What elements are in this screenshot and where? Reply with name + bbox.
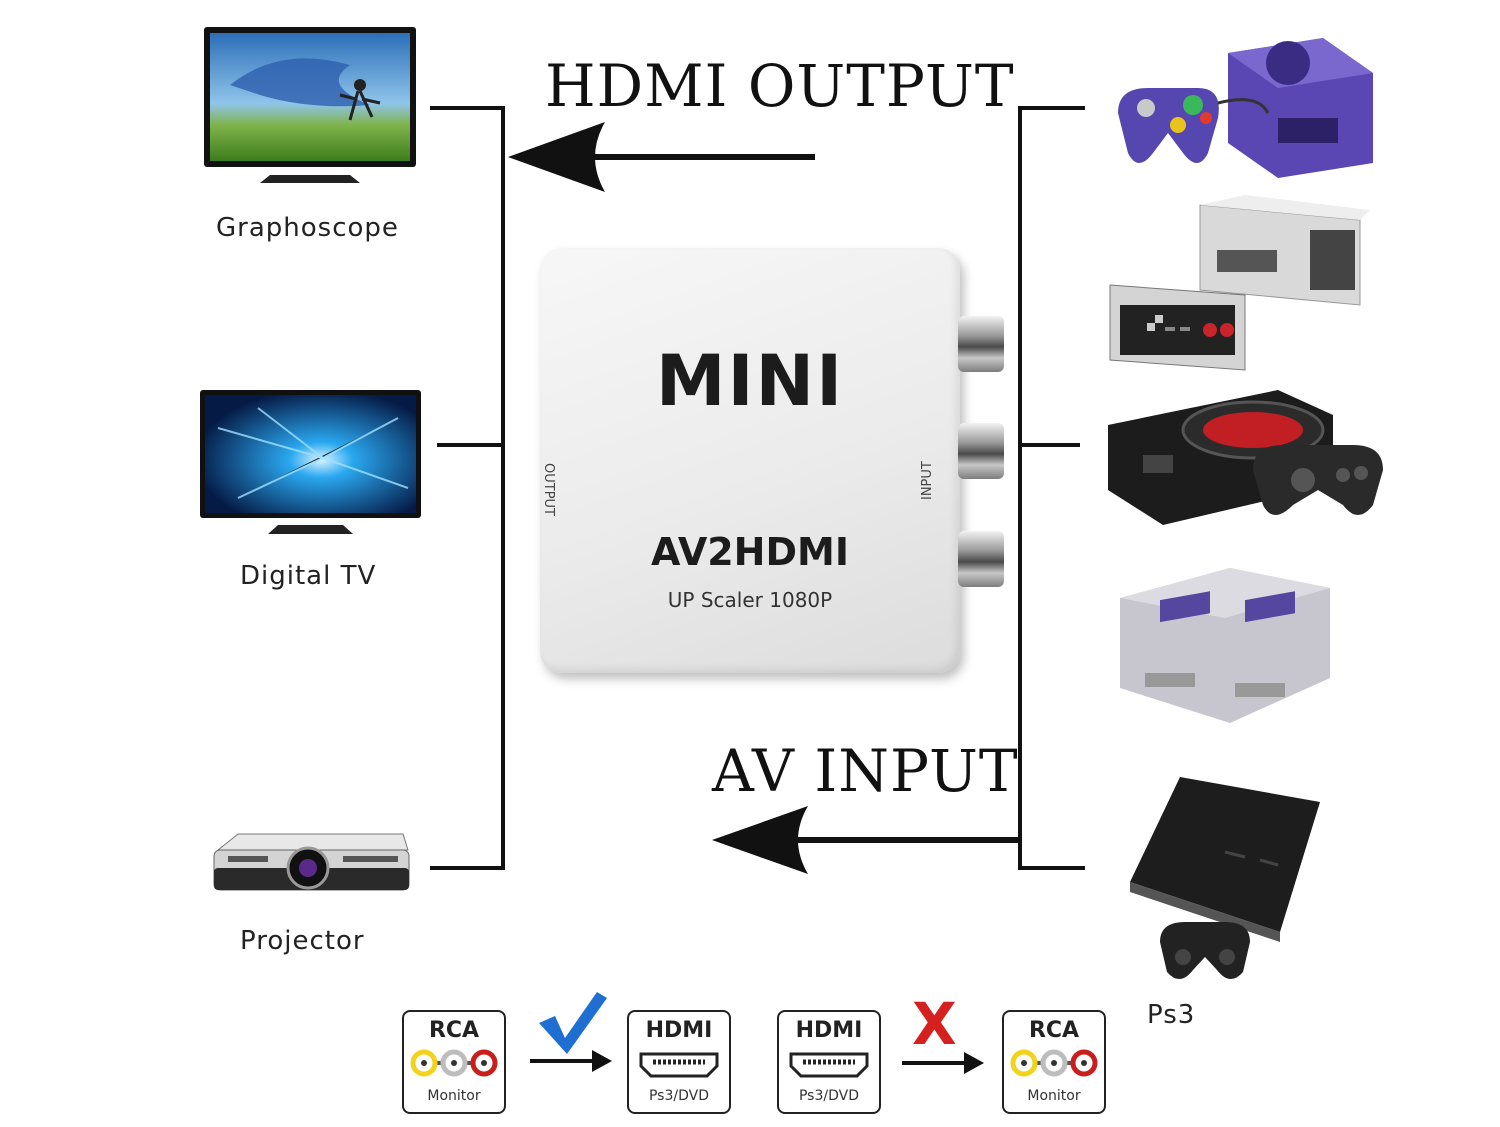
tv-icon xyxy=(204,27,416,183)
av-input-arrow-head xyxy=(712,806,808,874)
cross-icon: X xyxy=(912,990,957,1058)
legend-hdmi-ps3-box: HDMI Ps3/DVD xyxy=(627,1010,731,1114)
output-label-graphoscope: Graphoscope xyxy=(216,213,399,243)
av-input-title: AV INPUT xyxy=(712,737,1019,805)
digital-tv-icon xyxy=(200,390,421,534)
legend-hdmi-title-wrong: HDMI xyxy=(795,1018,863,1043)
legend-arrow-wrong xyxy=(902,1052,984,1074)
legend-hdmi-ps3-box-wrong: HDMI Ps3/DVD xyxy=(777,1010,881,1114)
hdmi-connector-icon xyxy=(639,1052,719,1078)
mega-drive-icon xyxy=(1108,390,1383,525)
converter-output-label: OUTPUT xyxy=(541,463,556,516)
rca-connector-icon xyxy=(410,1049,498,1077)
output-label-projector: Projector xyxy=(240,926,365,956)
legend-rca-subtitle: Monitor xyxy=(427,1088,481,1104)
projector-icon xyxy=(213,833,410,891)
snes-console-icon xyxy=(1120,568,1330,723)
legend-arrow-correct xyxy=(530,1050,612,1072)
legend-rca-title: RCA xyxy=(428,1018,480,1043)
hdmi-output-title: HDMI OUTPUT xyxy=(545,52,1015,120)
legend-rca-monitor-box-wrong: RCA Monitor xyxy=(1002,1010,1106,1114)
hdmi-connector-icon xyxy=(789,1052,869,1078)
input-label-ps3: Ps3 xyxy=(1147,1000,1196,1030)
converter-input-label: INPUT xyxy=(920,461,935,500)
legend-rca-subtitle-wrong: Monitor xyxy=(1027,1088,1081,1104)
legend-rca-monitor-box: RCA Monitor xyxy=(402,1010,506,1114)
legend-hdmi-title: HDMI xyxy=(645,1018,713,1043)
rca-connector-icon xyxy=(1010,1049,1098,1077)
rca-jack-middle xyxy=(958,423,1004,479)
legend-rca-title-wrong: RCA xyxy=(1028,1018,1080,1043)
rca-jack-bottom xyxy=(958,531,1004,587)
converter-brand: MINI xyxy=(655,340,845,422)
ps3-console-icon xyxy=(1130,777,1320,980)
legend-hdmi-subtitle: Ps3/DVD xyxy=(648,1088,709,1104)
nes-console-icon xyxy=(1109,195,1370,371)
gamecube-icon xyxy=(1118,38,1373,178)
hdmi-output-arrow-head xyxy=(508,122,605,192)
av2hdmi-converter: MINI AV2HDMI UP Scaler 1080P OUTPUT INPU… xyxy=(540,248,1004,673)
converter-body xyxy=(540,248,960,673)
converter-model: AV2HDMI xyxy=(651,530,849,574)
rca-jack-top xyxy=(958,316,1004,372)
legend-hdmi-subtitle-wrong: Ps3/DVD xyxy=(798,1088,859,1104)
output-label-digital-tv: Digital TV xyxy=(240,561,377,591)
check-icon xyxy=(539,992,607,1054)
converter-subtitle: UP Scaler 1080P xyxy=(667,588,833,612)
